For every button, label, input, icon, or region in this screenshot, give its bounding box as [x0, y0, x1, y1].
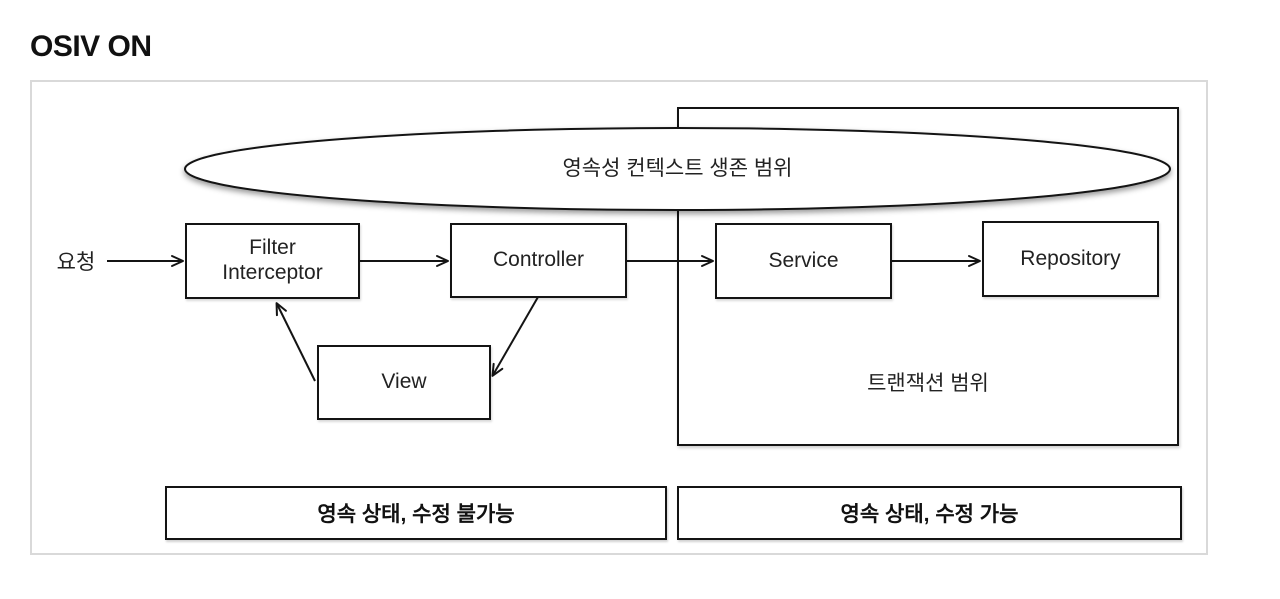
filter-label-line2: Interceptor [222, 261, 323, 284]
persistence-context-ellipse [184, 127, 1171, 211]
footnote-left-box: 영속 상태, 수정 불가능 [165, 486, 667, 540]
arrow-controller-to-view [491, 296, 539, 377]
transaction-scope-label: 트랜잭션 범위 [867, 372, 989, 395]
node-service: Service [715, 223, 892, 299]
footnote-right-box: 영속 상태, 수정 가능 [677, 486, 1182, 540]
filter-label-line1: Filter [249, 236, 296, 260]
node-view: View [317, 345, 491, 420]
repository-label: Repository [1020, 246, 1121, 270]
persistence-context-label: 영속성 컨텍스트 생존 범위 [562, 157, 793, 180]
request-label: 요청 [56, 251, 96, 274]
page-title: OSIV ON [30, 30, 152, 63]
arrow-view-to-filter [275, 302, 316, 382]
node-repository: Repository [982, 221, 1159, 297]
diagram-connectors-layer [107, 127, 1171, 382]
view-label: View [381, 370, 427, 394]
footnote-right-label: 영속 상태, 수정 가능 [840, 503, 1019, 526]
footnote-left-label: 영속 상태, 수정 불가능 [317, 503, 515, 526]
diagram-panel: 트랜잭션 범위 영속성 컨텍스트 생존 범위 요청 Filter Interce… [30, 80, 1208, 555]
service-label: Service [768, 248, 839, 272]
controller-label: Controller [492, 248, 585, 272]
node-controller: Controller [450, 223, 627, 298]
node-filter-interceptor: Filter Interceptor [185, 223, 360, 299]
